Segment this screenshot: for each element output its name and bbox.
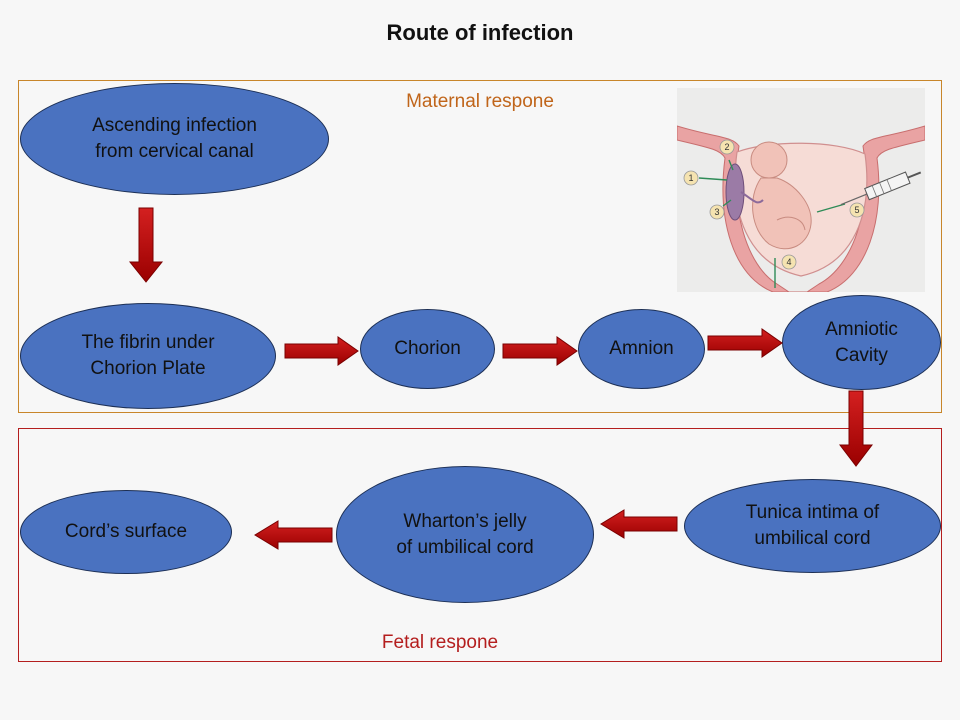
node-label: from cervical canal (95, 141, 254, 162)
node-label: Ascending infection (92, 115, 257, 137)
node-label: Cord’s surface (64, 521, 188, 543)
arrow-right-2 (502, 336, 578, 366)
node-label: Chorion Plate (90, 358, 206, 379)
node-label: The fibrin under (81, 332, 215, 354)
node-label: Tunica intima of (745, 502, 880, 524)
uterus-fetus-illustration: 1 2 3 4 5 (676, 88, 926, 293)
marker-2: 2 (724, 142, 729, 152)
node-label: Chorion (394, 338, 461, 360)
node-ascending-infection: Ascending infection from cervical canal (20, 83, 329, 195)
node-tunica-intima: Tunica intima of umbilical cord (684, 479, 941, 573)
marker-3: 3 (714, 207, 719, 217)
arrow-left-2 (254, 520, 333, 550)
marker-4: 4 (786, 257, 791, 267)
node-label: Amniotic (825, 318, 898, 340)
arrow-right-3 (707, 328, 783, 358)
arrow-left-1 (600, 509, 678, 539)
node-label: of umbilical cord (396, 536, 534, 558)
node-fibrin-under-chorion-plate: The fibrin under Chorion Plate (20, 303, 276, 409)
node-chorion: Chorion (360, 309, 495, 389)
page-title: Route of infection (386, 20, 574, 45)
node-label: umbilical cord (754, 528, 871, 549)
node-amniotic-cavity: Amniotic Cavity (782, 295, 941, 390)
node-label: Wharton’s jelly (403, 510, 527, 532)
marker-1: 1 (688, 173, 693, 183)
node-whartons-jelly: Wharton’s jelly of umbilical cord (336, 466, 594, 603)
node-label: Cavity (835, 344, 888, 366)
node-cords-surface: Cord’s surface (20, 490, 232, 574)
node-label: Amnion (609, 338, 674, 360)
fetal-response-box (18, 428, 942, 662)
maternal-response-label: Maternal respone (406, 91, 554, 112)
arrow-down-1 (128, 207, 164, 283)
arrow-down-2 (838, 390, 874, 467)
marker-5: 5 (854, 205, 859, 215)
arrow-right-1 (284, 336, 359, 366)
node-amnion: Amnion (578, 309, 705, 389)
fetal-response-label: Fetal respone (381, 632, 499, 653)
maternal-response-box (18, 80, 942, 413)
